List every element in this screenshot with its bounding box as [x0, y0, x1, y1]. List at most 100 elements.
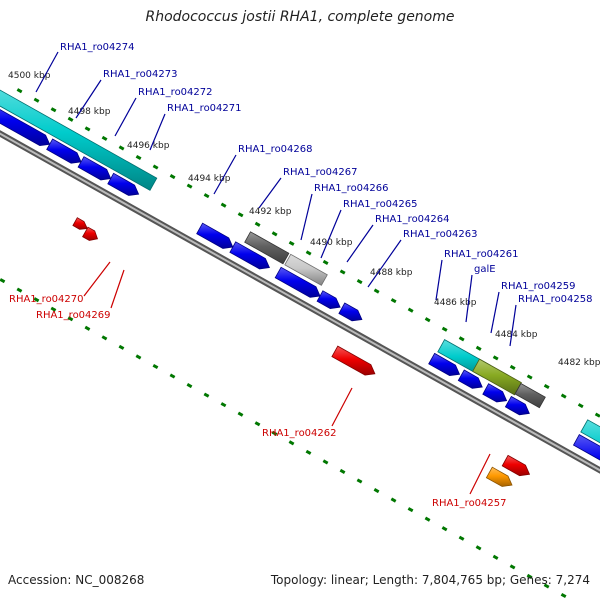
tick-mark: [543, 583, 550, 589]
reverse-gene-label-leader: [83, 261, 111, 297]
forward-gene-label-leader: [149, 113, 166, 151]
forward-gene: [0, 109, 51, 147]
reverse-gene-label: RHA1_ro04262: [262, 428, 337, 439]
tick-mark: [33, 97, 40, 103]
tick-label: 4488 kbp: [370, 268, 413, 278]
tick-mark: [424, 317, 431, 323]
tick-mark: [322, 259, 329, 265]
tick-label: 4492 kbp: [249, 207, 292, 217]
tick-mark: [288, 440, 295, 446]
tick-mark: [509, 564, 516, 570]
tick-mark: [220, 202, 227, 208]
reverse-gene-label: RHA1_ro04257: [432, 498, 507, 509]
forward-gene-label: RHA1_ro04271: [167, 103, 242, 114]
tick-mark: [305, 250, 312, 256]
tick-mark: [526, 573, 533, 579]
tick-label: 4500 kbp: [8, 71, 51, 81]
tick-mark: [339, 269, 346, 275]
tick-mark: [84, 126, 91, 132]
tick-mark: [16, 88, 23, 94]
tick-mark: [16, 287, 23, 293]
forward-gene: [77, 156, 112, 181]
tick-mark: [254, 421, 261, 427]
tick-mark: [67, 116, 74, 122]
forward-gene: [196, 222, 234, 249]
forward-gene: [428, 352, 461, 377]
tick-mark: [356, 478, 363, 484]
forward-gene: [457, 369, 483, 389]
tick-mark: [50, 107, 57, 113]
forward-gene: [229, 241, 270, 270]
forward-gene-label: RHA1_ro04265: [343, 199, 418, 210]
pseudo-gene: [244, 231, 290, 265]
tick-mark: [288, 240, 295, 246]
forward-gene-label-leader: [258, 177, 282, 209]
tick-mark: [33, 297, 40, 303]
forward-gene-label-leader: [320, 209, 342, 259]
forward-gene: [274, 266, 321, 298]
reverse-gene-label-leader: [469, 453, 491, 495]
forward-gene: [107, 172, 140, 196]
forward-gene-label: RHA1_ro04263: [403, 229, 478, 240]
tick-mark: [492, 554, 499, 560]
forward-gene-label-leader: [490, 291, 500, 334]
tick-mark: [254, 221, 261, 227]
tick-mark: [492, 355, 499, 361]
forward-gene-label-leader: [367, 239, 402, 288]
pseudo-gene: [284, 253, 328, 286]
tick-mark: [0, 278, 6, 284]
tick-mark: [577, 403, 584, 409]
tick-mark: [458, 336, 465, 342]
topology-text: Topology: linear; Length: 7,804,765 bp; …: [270, 573, 590, 587]
forward-gene-label: galE: [474, 264, 496, 275]
map-title: Rhodococcus jostii RHA1, complete genome: [145, 9, 455, 25]
forward-gene-label: RHA1_ro04272: [138, 87, 213, 98]
tick-mark: [152, 164, 159, 170]
forward-gene: [572, 434, 600, 461]
forward-gene-label: RHA1_ro04273: [103, 69, 178, 80]
tick-mark: [135, 154, 142, 161]
reverse-gene-label: RHA1_ro04269: [36, 310, 111, 321]
tick-mark: [322, 459, 329, 465]
tick-label: 4490 kbp: [310, 238, 353, 248]
tick-mark: [271, 231, 278, 237]
tick-label: 4496 kbp: [127, 141, 170, 151]
tick-mark: [543, 383, 550, 390]
tick-mark: [186, 383, 193, 389]
tick-mark: [441, 526, 448, 532]
forward-gene: [316, 290, 341, 310]
tick-mark: [424, 516, 431, 522]
tick-mark: [203, 392, 210, 398]
highlighted-gene: [485, 466, 513, 487]
accession-text: Accession: NC_008268: [8, 573, 145, 587]
tick-mark: [186, 183, 193, 189]
tick-mark: [407, 307, 414, 313]
tick-mark: [84, 325, 91, 331]
pseudo-gene: [514, 382, 546, 409]
tick-label: 4482 kbp: [558, 358, 600, 368]
forward-gene-label: RHA1_ro04268: [238, 144, 313, 155]
genome-backbone-highlight: [0, 132, 600, 472]
tick-mark: [135, 354, 142, 360]
reverse-gene: [331, 345, 376, 376]
overlap-gene: [472, 358, 522, 396]
tick-mark: [339, 468, 346, 474]
tick-mark: [118, 344, 125, 350]
tick-mark: [271, 430, 278, 436]
tick-mark: [458, 535, 465, 541]
forward-gene-label: RHA1_ro04267: [283, 167, 358, 178]
tick-mark: [203, 193, 210, 199]
tick-mark: [169, 174, 176, 180]
tick-mark: [560, 393, 567, 399]
tick-mark: [237, 212, 244, 218]
tick-mark: [560, 592, 567, 599]
rrna-gene: [580, 419, 600, 444]
forward-gene-label-leader: [35, 51, 59, 93]
reverse-gene-label-leader: [110, 269, 125, 309]
tick-mark: [152, 363, 159, 370]
tick-mark: [407, 507, 414, 513]
tick-mark: [237, 411, 244, 417]
tick-label: 4486 kbp: [434, 298, 477, 308]
tick-mark: [441, 326, 448, 332]
reverse-gene: [82, 226, 99, 241]
